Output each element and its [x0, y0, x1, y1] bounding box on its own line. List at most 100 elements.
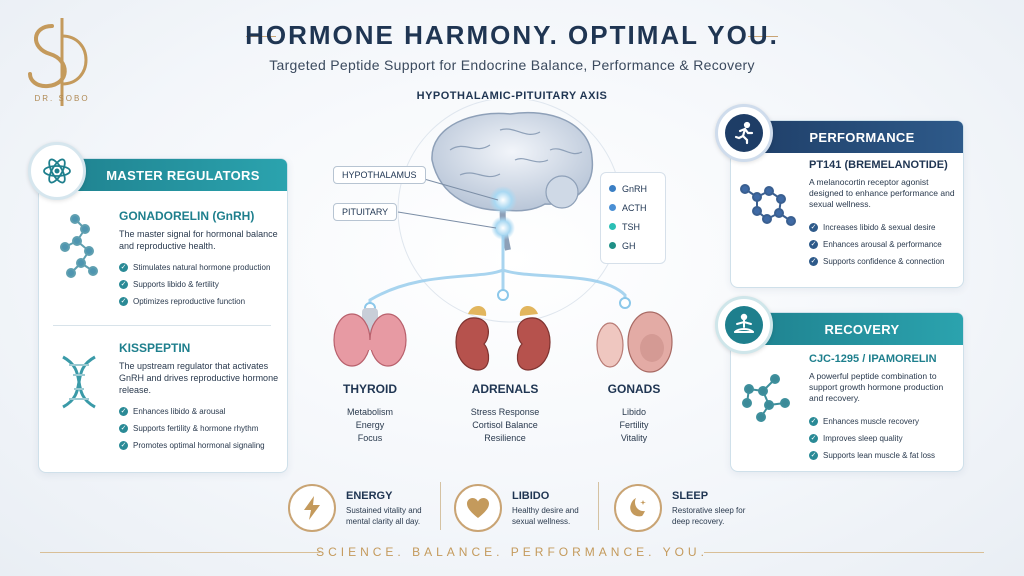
benefit-sleep: SLEEP Restorative sleep for deep recover…: [614, 484, 764, 532]
list-item: ✓Promotes optimal hormonal signaling: [119, 441, 265, 450]
check-icon: ✓: [809, 417, 818, 426]
legend-item-tsh: TSH: [601, 217, 665, 236]
organ-detail: Vitality: [620, 433, 648, 443]
kisspeptin-desc: The upstream regulator that activates Gn…: [119, 361, 279, 395]
pt141-desc: A melanocortin receptor agonist designed…: [809, 177, 955, 209]
list-item: ✓Supports lean muscle & fat loss: [809, 451, 936, 460]
check-icon: ✓: [809, 240, 818, 249]
check-icon: ✓: [119, 441, 128, 450]
molecule-icon: [742, 374, 790, 422]
kisspeptin-bullets: ✓Enhances libido & arousal ✓Supports fer…: [119, 403, 284, 454]
benefit-title: ENERGY: [346, 489, 393, 502]
meditation-icon: [715, 296, 773, 354]
cjc-desc: A powerful peptide combination to suppor…: [809, 371, 944, 403]
divider: [598, 482, 599, 530]
list-item: ✓Supports libido & fertility: [119, 280, 219, 289]
cjc-title: CJC-1295 / IPAMORELIN: [809, 353, 937, 365]
list-item: ✓Enhances libido & arousal: [119, 407, 226, 416]
organ-name: THYROID: [343, 382, 397, 396]
organ-detail: Libido: [621, 407, 647, 417]
check-icon: ✓: [119, 407, 128, 416]
legend-dot: [609, 223, 616, 230]
organ-detail: Energy: [355, 420, 385, 430]
legend-dot: [609, 242, 616, 249]
benefit-energy: ENERGY Sustained vitality and mental cla…: [288, 484, 438, 532]
brand-name: DR. SOBO: [34, 94, 90, 103]
pt141-bullets: ✓Increases libido & sexual desire ✓Enhan…: [809, 219, 959, 270]
divider: [53, 325, 271, 326]
hypothalamus-glow: [489, 186, 517, 214]
organ-gonads: GONADS Libido Fertility Vitality: [584, 382, 684, 445]
footer-rule-left: [40, 552, 320, 553]
organ-detail: Cortisol Balance: [472, 420, 538, 430]
atom-icon: [28, 142, 86, 200]
recovery-card: RECOVERY CJC-1295 / IPAMORELIN A powerfu…: [730, 312, 964, 472]
gonads-icon: [596, 311, 673, 373]
dna-icon: [62, 355, 96, 409]
benefit-libido: LIBIDO Healthy desire and sexual wellnes…: [454, 484, 594, 532]
page-title: HORMONE HARMONY. OPTIMAL YOU.: [245, 20, 779, 50]
check-icon: ✓: [119, 424, 128, 433]
organ-thyroid: THYROID Metabolism Energy Focus: [320, 382, 420, 445]
title-rule-right: [748, 36, 778, 37]
pituitary-glow: [491, 216, 515, 240]
check-icon: ✓: [809, 223, 818, 232]
check-icon: ✓: [809, 257, 818, 266]
organ-detail: Stress Response: [470, 407, 540, 417]
hormone-legend: GnRH ACTH TSH GH: [600, 172, 666, 264]
check-icon: ✓: [809, 451, 818, 460]
benefit-title: LIBIDO: [512, 489, 550, 502]
check-icon: ✓: [119, 263, 128, 272]
footer-tagline: SCIENCE. BALANCE. PERFORMANCE. YOU.: [316, 545, 708, 559]
list-item: ✓Increases libido & sexual desire: [809, 223, 936, 232]
cerebellum: [545, 175, 579, 209]
organ-detail: Fertility: [619, 420, 649, 430]
legend-dot: [609, 185, 616, 192]
running-icon: [715, 104, 773, 162]
check-icon: ✓: [119, 280, 128, 289]
benefit-desc: Sustained vitality and mental clarity al…: [346, 505, 422, 526]
hpa-axis-diagram: [333, 100, 673, 373]
organ-name: ADRENALS: [471, 382, 539, 396]
thyroid-icon: [333, 308, 407, 367]
master-regulators-card: MASTER REGULATORS GONADORELIN (GnRH) The…: [38, 158, 288, 473]
check-icon: ✓: [119, 297, 128, 306]
cjc-bullets: ✓Enhances muscle recovery ✓Improves slee…: [809, 413, 959, 464]
benefit-desc: Healthy desire and sexual wellness.: [512, 505, 579, 526]
organ-detail: Focus: [357, 433, 383, 443]
list-item: ✓Supports fertility & hormone rhythm: [119, 424, 259, 433]
title-rule-left: [246, 36, 276, 37]
legend-item-gnrh: GnRH: [601, 179, 665, 198]
footer-rule-right: [704, 552, 984, 553]
molecule-icon: [60, 214, 98, 278]
list-item: ✓Enhances muscle recovery: [809, 417, 920, 426]
organ-detail: Resilience: [484, 433, 526, 443]
divider: [440, 482, 441, 530]
list-item: ✓Supports confidence & connection: [809, 257, 945, 266]
organ-adrenals: ADRENALS Stress Response Cortisol Balanc…: [450, 382, 560, 445]
adrenals-icon: [455, 305, 551, 371]
benefit-title: SLEEP: [672, 489, 709, 502]
list-item: ✓Optimizes reproductive function: [119, 297, 246, 306]
page-subtitle: Targeted Peptide Support for Endocrine B…: [269, 57, 755, 73]
lightning-icon: [288, 484, 336, 532]
molecule-icon: [740, 184, 796, 226]
hypothalamus-label: HYPOTHALAMUS: [333, 166, 426, 184]
gonadorelin-desc: The master signal for hormonal balance a…: [119, 229, 278, 251]
organ-detail: Metabolism: [346, 407, 393, 417]
benefit-desc: Restorative sleep for deep recovery.: [672, 505, 746, 526]
pt141-title: PT141 (BREMELANOTIDE): [809, 159, 948, 171]
moon-icon: [614, 484, 662, 532]
heart-icon: [454, 484, 502, 532]
list-item: ✓Improves sleep quality: [809, 434, 903, 443]
list-item: ✓Stimulates natural hormone production: [119, 263, 271, 272]
legend-item-acth: ACTH: [601, 198, 665, 217]
legend-item-gh: GH: [601, 236, 665, 255]
axis-title: HYPOTHALAMIC-PITUITARY AXIS: [416, 90, 608, 102]
kisspeptin-title: KISSPEPTIN: [119, 341, 191, 355]
dr-sobo-logo: [28, 18, 88, 106]
check-icon: ✓: [809, 434, 818, 443]
gonadorelin-title: GONADORELIN (GnRH): [119, 209, 255, 223]
organ-name: GONADS: [607, 382, 661, 396]
pituitary-label: PITUITARY: [333, 203, 398, 221]
